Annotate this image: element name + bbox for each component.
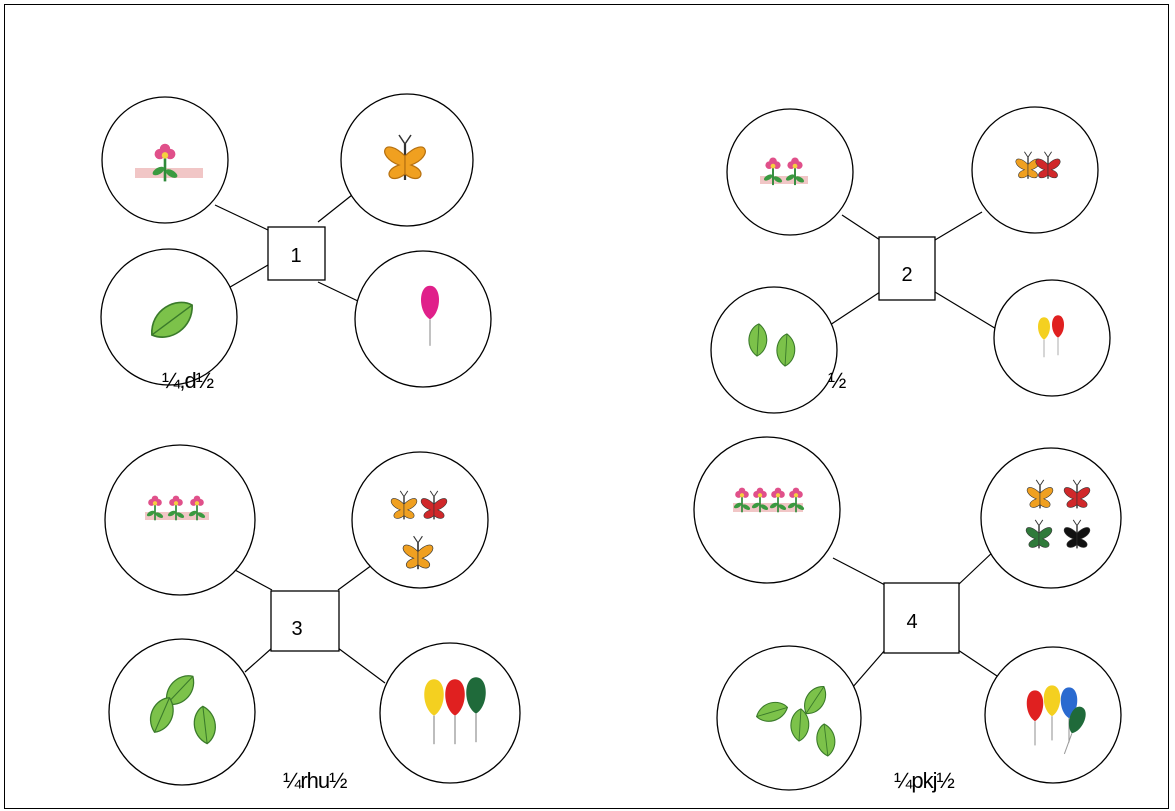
connector-line bbox=[317, 281, 361, 303]
butterflies-circle bbox=[971, 106, 1099, 234]
group-number: 3 bbox=[291, 618, 302, 640]
flowers-circle bbox=[726, 108, 854, 236]
connector-line bbox=[829, 291, 881, 326]
leaves-circle bbox=[710, 286, 838, 414]
group-number: 1 bbox=[290, 245, 301, 267]
group-4-caption: ¼pkj½ bbox=[894, 768, 955, 793]
connector-line bbox=[224, 264, 269, 291]
number-box bbox=[883, 582, 960, 654]
group-2: 2 bbox=[710, 106, 1111, 414]
connector-line bbox=[832, 557, 886, 586]
balloons-circle bbox=[379, 642, 521, 784]
balloons-circle bbox=[354, 250, 492, 388]
connector-line bbox=[934, 211, 983, 241]
connector-line bbox=[337, 564, 373, 591]
butterflies-circle bbox=[980, 447, 1122, 589]
group-1: 1 bbox=[100, 93, 492, 388]
butterflies-circle bbox=[351, 451, 489, 589]
connector-line bbox=[957, 549, 996, 586]
number-box bbox=[878, 236, 936, 301]
balloon-icon bbox=[423, 676, 487, 745]
flower-icon bbox=[732, 486, 806, 514]
balloons-circle bbox=[993, 279, 1111, 397]
group-1-caption: ¼,d½ bbox=[162, 368, 214, 393]
connector-line bbox=[337, 647, 386, 684]
group-number: 2 bbox=[901, 264, 912, 286]
connector-line bbox=[317, 194, 353, 223]
group-2-caption: ½ bbox=[828, 368, 846, 393]
number-box bbox=[267, 226, 326, 281]
connector-line bbox=[214, 204, 269, 231]
leaves-circle bbox=[108, 638, 256, 786]
connector-line bbox=[957, 649, 1004, 681]
connector-line bbox=[841, 214, 881, 241]
group-3-caption: ¼rhu½ bbox=[283, 768, 347, 793]
number-box bbox=[270, 590, 340, 652]
flower-icon bbox=[760, 156, 808, 187]
connector-line bbox=[934, 291, 999, 331]
flower-icon bbox=[135, 142, 203, 183]
flower-icon bbox=[145, 494, 209, 522]
connector-line bbox=[851, 649, 886, 689]
group-4: 4 bbox=[693, 436, 1122, 791]
group-3: 3 bbox=[104, 444, 521, 786]
connector-line bbox=[234, 569, 273, 591]
group-number: 4 bbox=[906, 611, 917, 633]
leaves-circle bbox=[716, 645, 862, 791]
connector-line bbox=[244, 647, 273, 673]
